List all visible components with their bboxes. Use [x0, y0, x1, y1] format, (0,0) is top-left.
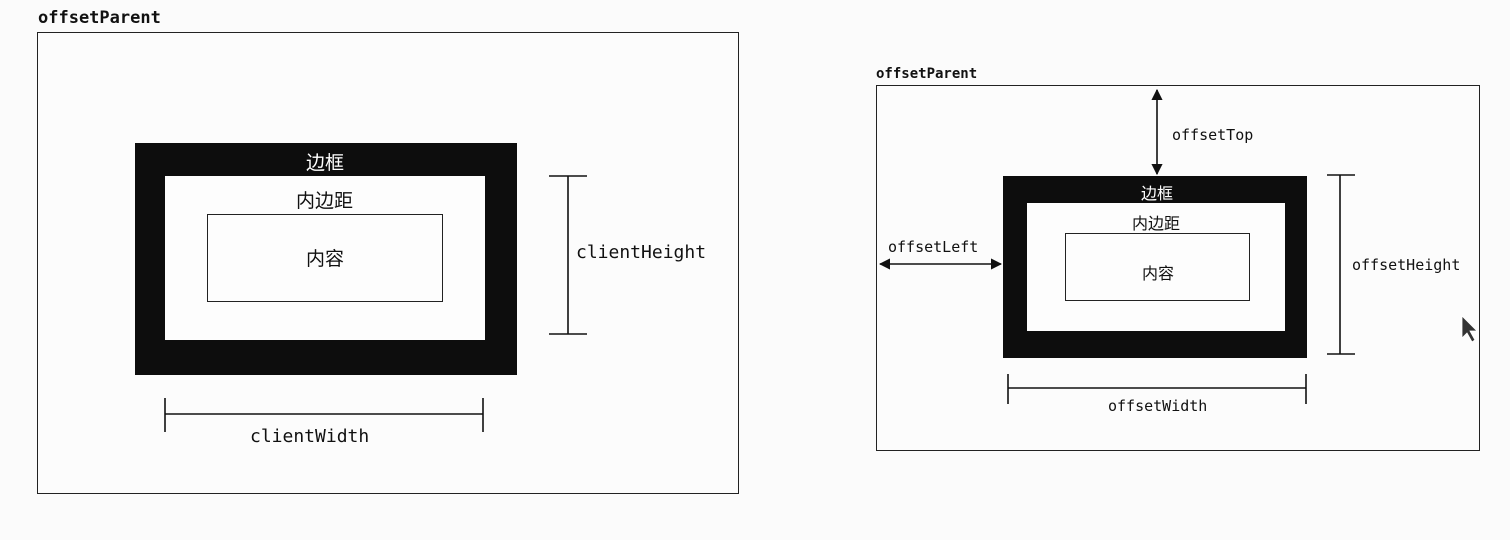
left-client-height-label: clientHeight — [576, 242, 707, 263]
offset-width-dimension — [1007, 374, 1307, 404]
right-border-label: 边框 — [1141, 184, 1174, 203]
client-width-dimension — [164, 398, 484, 432]
right-offset-left-label: offsetLeft — [888, 238, 979, 256]
left-content-label: 内容 — [306, 248, 345, 270]
right-offset-parent-title: offsetParent — [876, 66, 978, 82]
left-content-box — [207, 214, 443, 302]
right-content-box — [1065, 233, 1250, 301]
cursor-icon — [1461, 315, 1478, 343]
right-offset-width-label: offsetWidth — [1108, 397, 1208, 415]
right-offset-top-label: offsetTop — [1172, 126, 1254, 144]
right-content-label: 内容 — [1142, 264, 1175, 283]
right-padding-label: 内边距 — [1132, 214, 1181, 233]
left-padding-label: 内边距 — [296, 190, 354, 212]
left-offset-parent-title: offsetParent — [38, 8, 161, 28]
left-border-label: 边框 — [306, 152, 345, 174]
left-client-width-label: clientWidth — [250, 426, 370, 447]
offset-height-dimension — [1327, 174, 1355, 355]
client-height-dimension — [549, 175, 587, 335]
right-offset-height-label: offsetHeight — [1352, 256, 1461, 274]
